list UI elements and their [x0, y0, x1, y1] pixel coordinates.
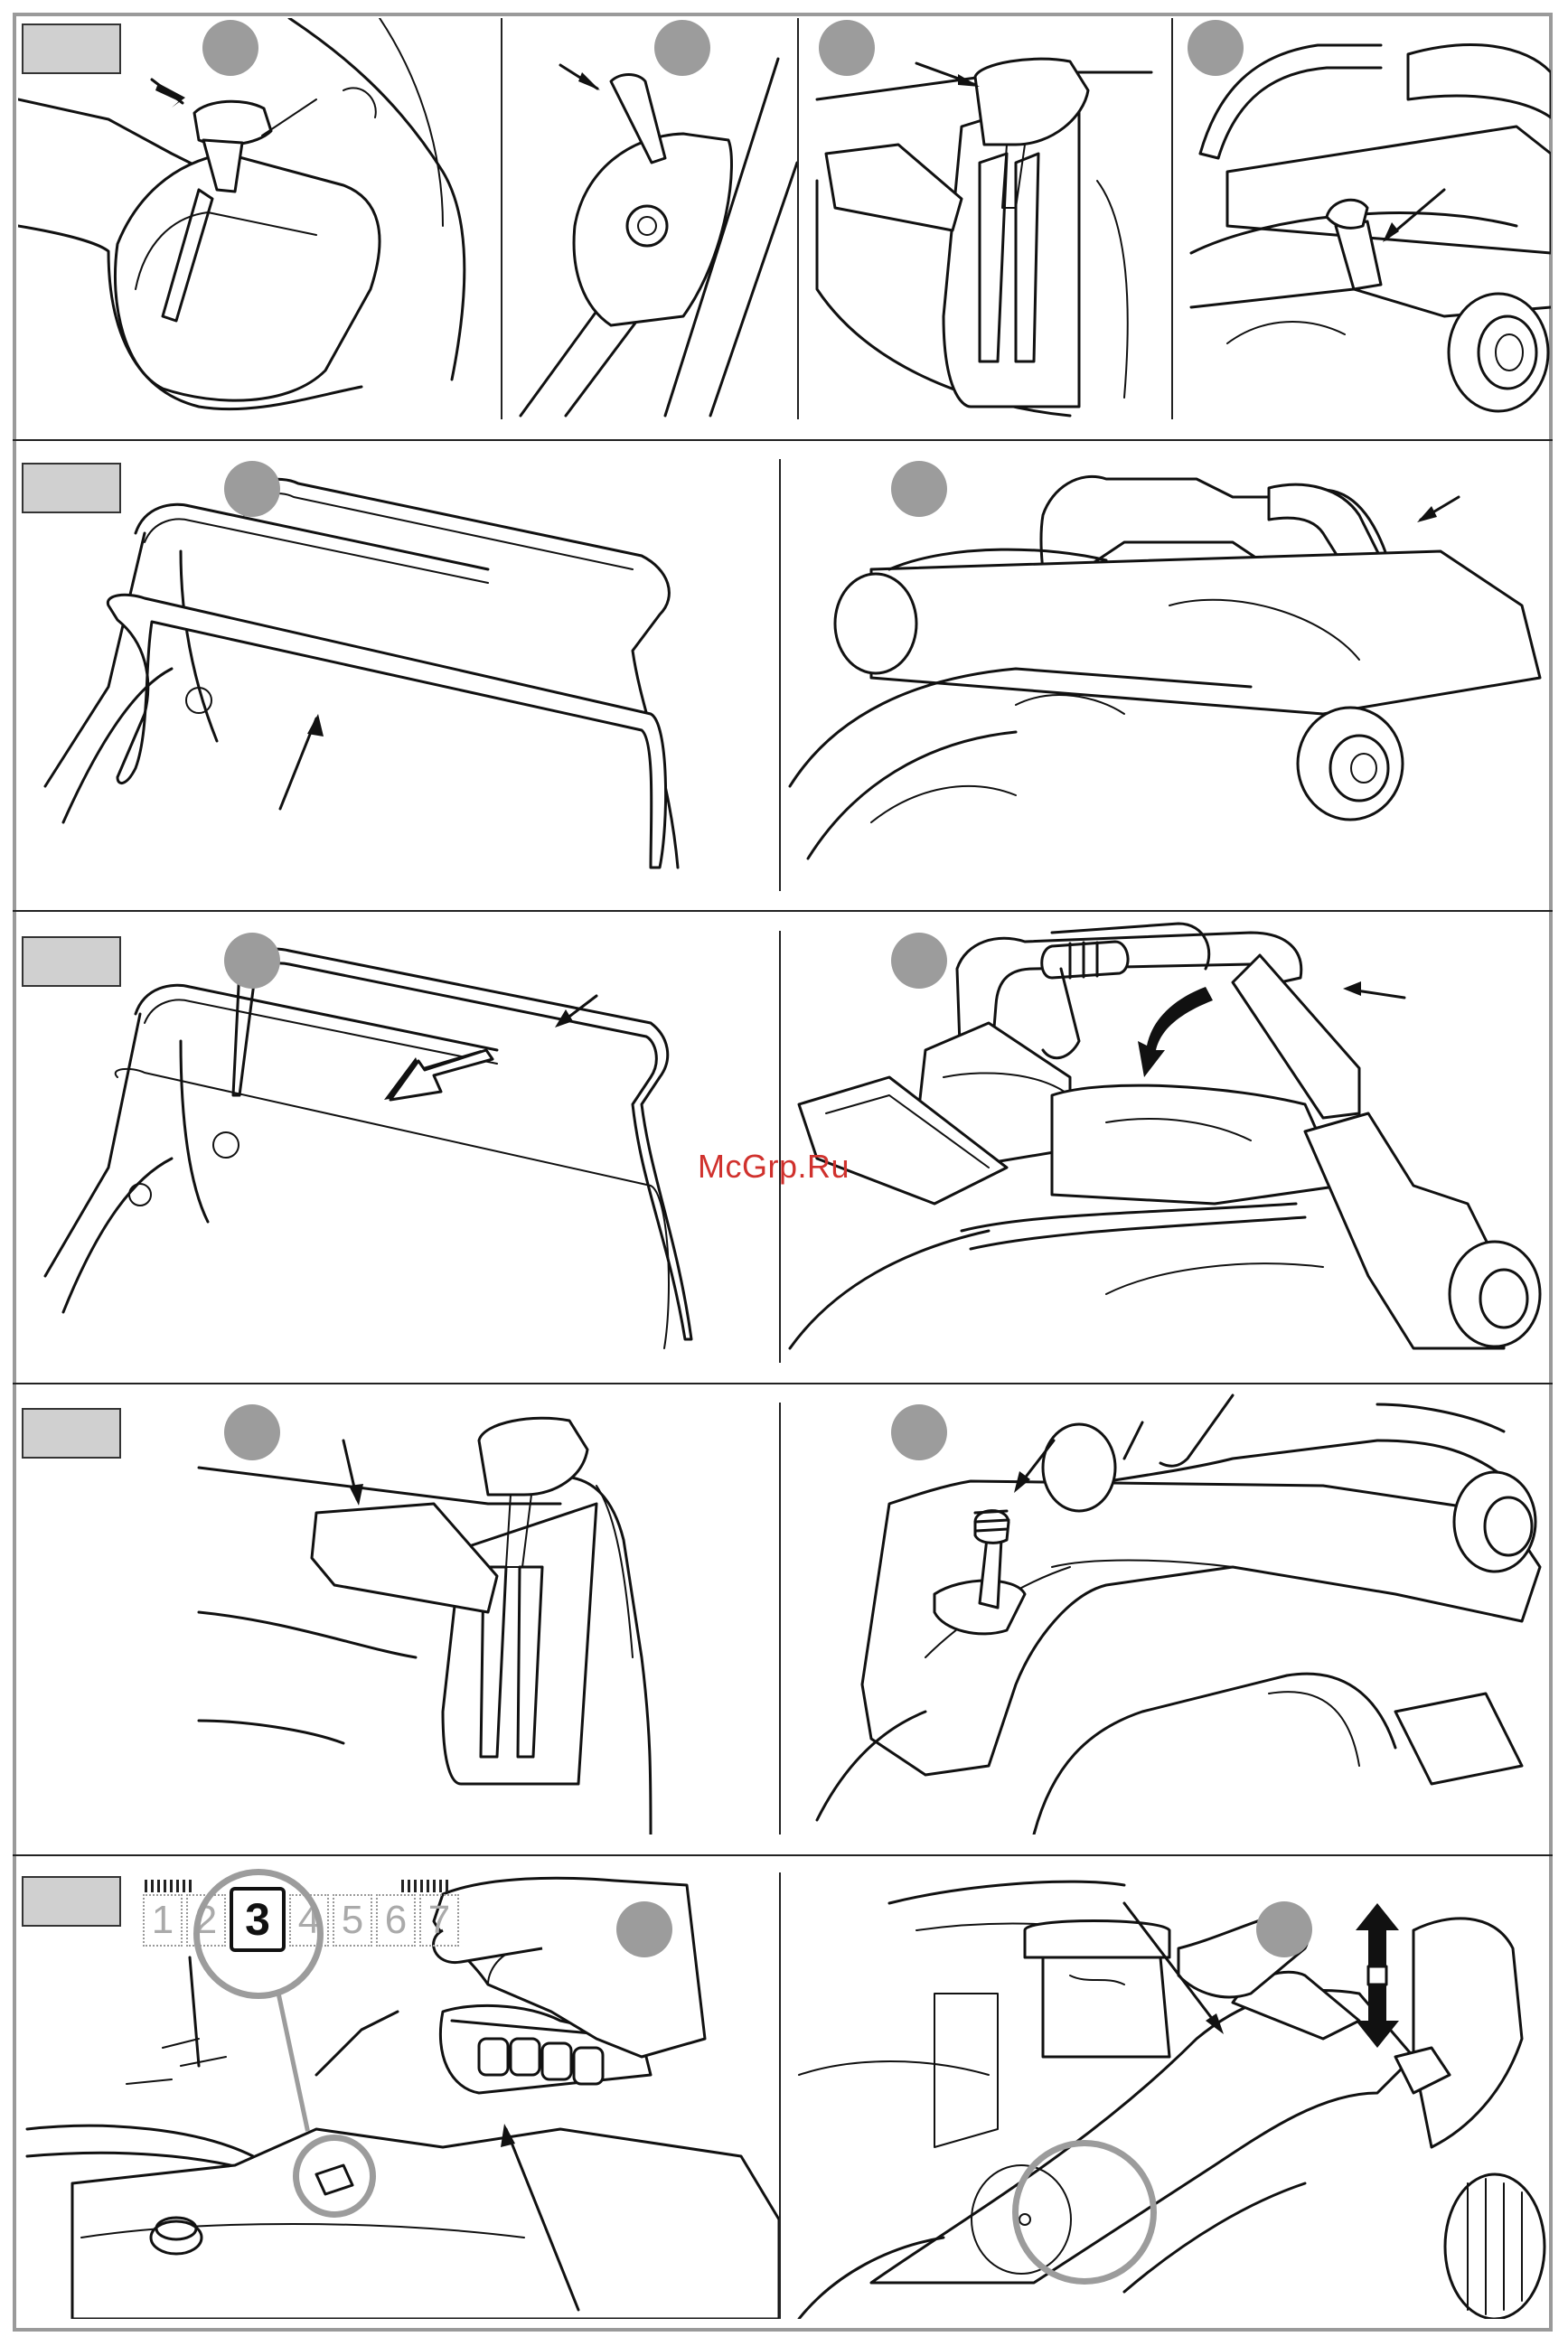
illustration-height-adjust-lever [781, 1858, 1551, 2319]
row-divider [13, 910, 1553, 912]
height-position-6: 6 [376, 1894, 416, 1947]
mounting-point-ring [1012, 2140, 1157, 2285]
step-marker [891, 461, 947, 517]
illustration-handle-folded [781, 915, 1551, 1363]
step-marker [654, 20, 710, 76]
illustration-handle-fold-down [18, 915, 779, 1363]
watermark-text: McGrp.Ru [698, 1148, 850, 1186]
step-marker [891, 1404, 947, 1460]
step-marker [891, 933, 947, 989]
height-position-1: 1 [143, 1894, 183, 1947]
step-marker [1256, 1901, 1312, 1957]
row-divider [13, 1383, 1553, 1384]
scale-tick-marks [401, 1880, 452, 1892]
step-marker [1188, 20, 1244, 76]
scale-tick-marks [145, 1880, 195, 1892]
illustration-upper-handle-bar [781, 443, 1551, 891]
illustration-drive-engage-rod [1173, 18, 1551, 421]
illustration-lower-handle-bar [18, 443, 779, 891]
step-marker [224, 1404, 280, 1460]
illustration-drive-rod-release [781, 1386, 1551, 1835]
step-marker [819, 20, 875, 76]
indicator-window-ring [293, 2135, 376, 2218]
illustration-clutch-lever-release [18, 1386, 779, 1835]
height-position-7: 7 [419, 1894, 459, 1947]
step-marker [224, 461, 280, 517]
step-marker [616, 1901, 672, 1957]
magnifier-ring [193, 1869, 324, 1999]
row-divider [13, 1854, 1553, 1856]
row-divider [13, 439, 1553, 441]
illustration-drive-levers [799, 18, 1171, 421]
step-marker [202, 20, 258, 76]
illustration-choke-control [502, 18, 797, 421]
illustration-throttle-lever [18, 18, 501, 421]
height-position-5: 5 [333, 1894, 372, 1947]
step-marker [224, 933, 280, 989]
